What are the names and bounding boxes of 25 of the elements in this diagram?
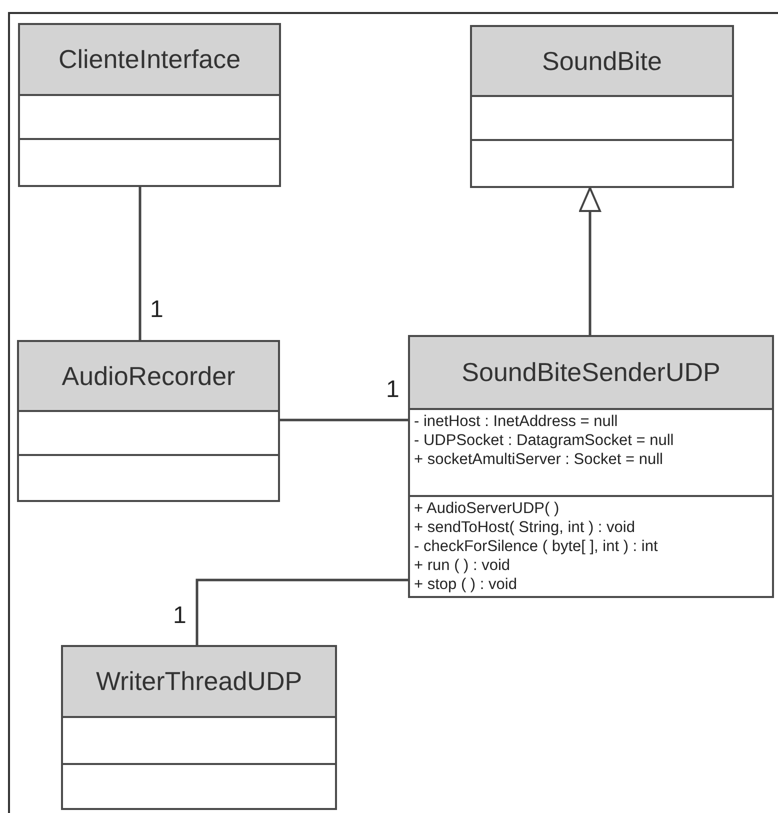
member-text: - inetHost : InetAddress = null	[414, 412, 619, 431]
association-line	[138, 187, 142, 340]
generalization-arrow	[579, 187, 601, 335]
class-name: ClienteInterface	[58, 43, 241, 76]
association-line	[196, 578, 408, 645]
member-text: - checkForSilence ( byte[ ], int ) : int	[414, 537, 659, 556]
multiplicity-label: 1	[386, 378, 400, 402]
class-name: AudioRecorder	[62, 360, 236, 392]
class-box	[17, 340, 280, 502]
member-text: + run ( ) : void	[414, 556, 512, 575]
class-box	[18, 23, 281, 187]
member-text: + stop ( ) : void	[414, 575, 518, 594]
member-text: + sendToHost( String, int ) : void	[414, 518, 636, 537]
class-box	[61, 645, 337, 810]
class-box	[408, 335, 774, 598]
class-name: WriterThreadUDP	[96, 665, 302, 698]
class-box	[470, 25, 734, 188]
class-name: SoundBiteSenderUDP	[462, 356, 720, 389]
member-text: - UDPSocket : DatagramSocket = null	[414, 431, 675, 450]
multiplicity-label: 1	[150, 298, 164, 322]
member-text: + socketAmultiServer : Socket = null	[414, 450, 664, 469]
class-name: SoundBite	[542, 44, 662, 78]
association-line	[280, 418, 408, 422]
member-text: + AudioServerUDP( )	[414, 499, 560, 518]
multiplicity-label: 1	[173, 604, 186, 628]
